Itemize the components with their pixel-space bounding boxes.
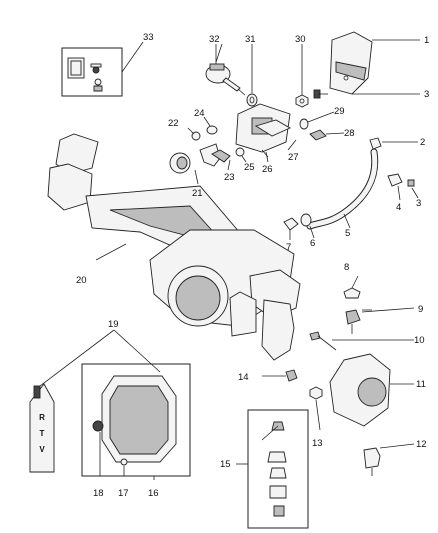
washer-29	[299, 111, 335, 130]
stud-14	[262, 369, 298, 382]
nut-24	[203, 116, 218, 135]
callout-5: 5	[345, 228, 350, 239]
callout-17: 17	[118, 488, 129, 499]
ball-joint-12	[363, 443, 415, 476]
callout-7: 7	[286, 242, 291, 253]
callout-31: 31	[245, 34, 256, 45]
shift-fork-23	[199, 143, 231, 167]
callout-labels: 1 2 3 3 4 5 6 7 8 9 10 11 12 13 14 15 16…	[76, 32, 429, 499]
callout-21: 21	[192, 188, 203, 199]
callout-2: 2	[420, 137, 425, 148]
callout-20: 20	[76, 275, 87, 286]
differential-cover-box-16	[81, 363, 191, 480]
callout-13: 13	[312, 438, 323, 449]
screw-3	[407, 179, 419, 199]
ball-joint-9	[345, 307, 415, 334]
sensor-28	[309, 129, 345, 141]
callout-23: 23	[224, 172, 235, 183]
rtv-sealant-tube-19: R T V	[29, 329, 161, 473]
leader-lines	[215, 43, 359, 289]
callout-15: 15	[220, 459, 231, 470]
collar-21	[169, 152, 199, 185]
kit-box-33	[61, 41, 144, 97]
bolt-10	[309, 331, 414, 351]
callout-28: 28	[344, 128, 355, 139]
clamp-4	[387, 173, 403, 201]
callout-6: 6	[310, 238, 315, 249]
ball-joint-kit-box-15	[236, 409, 309, 529]
nut-30	[295, 44, 328, 108]
callout-18: 18	[93, 488, 104, 499]
steering-knuckle-11	[329, 353, 414, 427]
housing-26	[235, 103, 291, 158]
boot-8	[343, 287, 361, 299]
callout-8: 8	[344, 262, 349, 273]
switch-7	[283, 217, 299, 240]
callout-10: 10	[414, 335, 425, 346]
o-ring-31	[246, 44, 258, 107]
callout-16: 16	[148, 488, 159, 499]
callout-33: 33	[143, 32, 154, 43]
vacuum-actuator-32	[205, 44, 246, 96]
callout-11: 11	[416, 379, 426, 390]
callout-3-bottom: 3	[416, 198, 421, 209]
tube-label-T: T	[40, 429, 45, 438]
callout-9: 9	[418, 304, 423, 315]
callout-4: 4	[396, 202, 401, 213]
tube-label-V: V	[39, 445, 45, 454]
nut-25	[235, 147, 247, 163]
callout-1: 1	[424, 35, 429, 46]
callout-27: 27	[288, 152, 299, 163]
callout-22: 22	[168, 118, 179, 129]
callout-29: 29	[334, 106, 345, 117]
callout-25: 25	[244, 162, 255, 173]
callout-19: 19	[108, 319, 119, 330]
callout-12: 12	[416, 439, 427, 450]
clip-22	[187, 127, 201, 141]
callout-26: 26	[262, 164, 273, 175]
axle-housing-20	[47, 133, 301, 361]
tube-label-R: R	[39, 413, 45, 422]
vacuum-hose-5	[306, 148, 379, 230]
nut-13	[309, 386, 323, 431]
callout-30: 30	[295, 34, 306, 45]
bracket-1	[329, 31, 420, 95]
callout-32: 32	[209, 34, 220, 45]
callout-3-top: 3	[424, 89, 429, 100]
callout-24: 24	[194, 108, 205, 119]
callout-14: 14	[238, 372, 249, 383]
fitting-2	[369, 137, 418, 150]
gasket-6	[300, 213, 315, 239]
